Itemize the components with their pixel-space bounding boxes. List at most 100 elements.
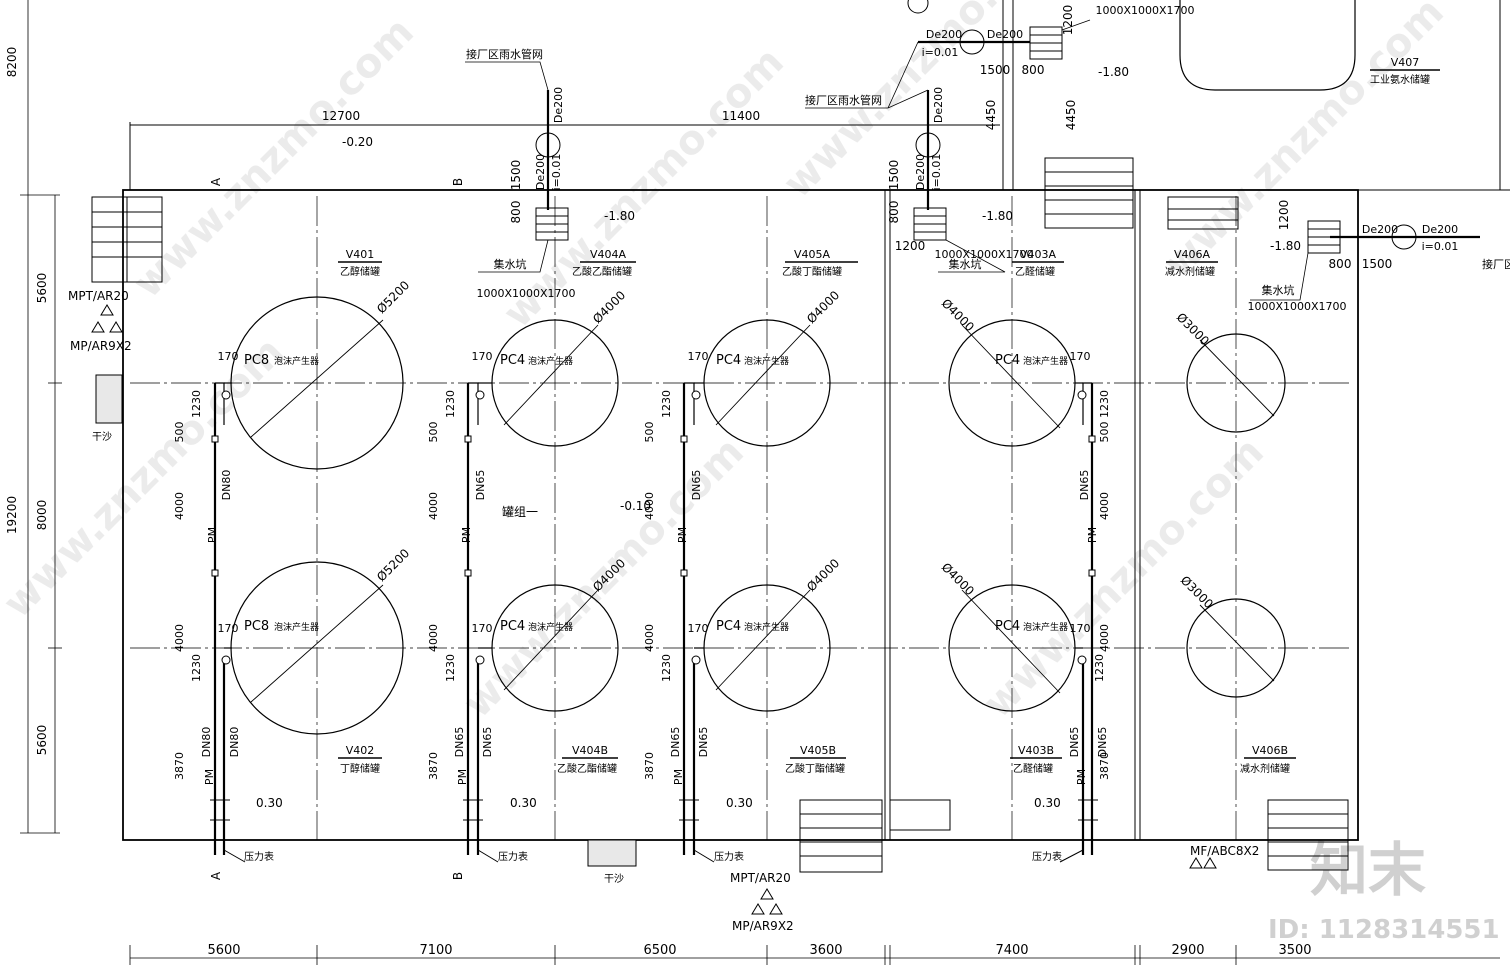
note-leader [1250,252,1309,301]
tank-id: V401 [346,248,375,261]
pressure-gauge-label: 压力表 [498,850,528,863]
tank-name: 乙酸乙酯储罐 [557,762,617,775]
pipe-size-label: De200 [552,87,565,123]
gauge-leader [1059,849,1084,863]
tank-v407-outline [1179,0,1356,91]
pipe-size-label: De200 [914,154,927,190]
foam-generator-label: 泡沫产生器 [528,621,573,633]
dimension-value: 1230 [444,654,457,682]
diameter-line [1199,604,1275,682]
stair-icon [1167,196,1239,230]
foam-pipe-branches [215,382,1092,649]
dimension-value: 4000 [173,492,186,520]
pipe-medium-label: PM [1086,527,1099,543]
elevation-label: -1.80 [1270,239,1301,253]
dimension-value: 8200 [5,47,19,78]
foam-generator-label: 泡沫产生器 [274,621,319,633]
dimension-value: 3500 [1278,943,1311,958]
pipe-size-label: DN65 [690,470,703,501]
manhole-icon [915,132,941,158]
foam-generator-code: PC8 [244,619,269,634]
extinguisher-label: MPT/AR20 [68,289,129,303]
extinguisher-icon [751,903,765,915]
foam-generator-label: 泡沫产生器 [528,355,573,367]
diameter-line [715,589,811,691]
tank-name: 乙醇储罐 [340,265,380,278]
valve-icon [1088,569,1096,577]
tank-name: 乙醛储罐 [1013,762,1053,775]
manhole-icon [959,29,985,55]
extinguisher-icon [109,321,123,333]
pipe-size-label: DN65 [453,727,466,758]
pipe-medium-label: PM [460,527,473,543]
sump-pit-size: 1000X1000X1700 [1095,4,1194,17]
dimension-value: 170 [218,350,239,363]
dimension-value: 1500 [980,63,1011,77]
elevation-label: 0.30 [1034,796,1061,810]
elevation-label: 0.30 [256,796,283,810]
foam-generator-code: PC4 [995,619,1020,634]
dimension-value: 1230 [190,654,203,682]
tank-diameter: Ø5200 [374,278,412,316]
pipe-size-label: DN80 [228,727,241,758]
pipe-size-label: DN65 [697,727,710,758]
dimension-value: 500 [1098,422,1111,443]
tank-id: V403A [1020,248,1057,261]
dimension-value: 2900 [1171,943,1204,958]
diameter-leaders [250,319,1275,703]
extinguisher-icon [91,321,105,333]
tank-labels: V401 乙醇储罐 V402 丁醇储罐 V404A 乙酸乙酯储罐 V404B 乙… [340,56,1430,775]
valve-icon [680,569,688,577]
elevation-label: -0.20 [342,135,373,149]
sump-pit-size: 1000X1000X1700 [476,287,575,300]
dimension-value: 5600 [35,273,49,304]
pipe-slope-label: i=0.01 [1422,240,1459,253]
sump-pit-label: 集水坑 [494,257,527,271]
sand-box-icon [95,374,123,424]
pipe-size-label: De200 [926,28,962,41]
elevation-label: -0.10 [620,499,651,513]
foam-generator-label: 泡沫产生器 [744,621,789,633]
pipe-size-label: De200 [534,154,547,190]
tank-name: 减水剂储罐 [1165,265,1215,278]
sump-pit-label: 集水坑 [949,257,982,271]
dimension-value: 170 [688,622,709,635]
dimension-value: 800 [887,201,901,224]
manhole-icon [907,0,929,14]
dimension-value: 1230 [1098,390,1111,418]
foam-generator-icon [475,655,485,665]
foam-generator-label: 泡沫产生器 [1023,355,1068,367]
dimension-value: 170 [1070,350,1091,363]
dimension-value: 1200 [1061,5,1075,36]
extinguisher-label: MP/AR9X2 [70,339,132,353]
dimension-value: 1230 [660,390,673,418]
tank-id: V406A [1174,248,1211,261]
foam-pipes [213,383,1094,855]
pipe-size-label: DN80 [220,470,233,501]
foam-generator-icon [475,390,485,400]
elevation-label: -1.80 [1098,65,1129,79]
dimension-value: 170 [472,350,493,363]
foam-generator-symbols [211,390,1096,665]
dimension-value: 1500 [509,160,523,191]
note-leader [465,61,549,91]
note-leader [938,239,1006,273]
pressure-gauge-label: 压力表 [1032,850,1062,863]
pipe-medium-label: PM [206,527,219,543]
tank-v406b-outline [1186,598,1286,698]
rain-pipe-note: 接厂区雨水管网 [1482,257,1510,271]
diameter-line [961,324,1061,429]
pipe-size-label: DN65 [669,727,682,758]
foam-generator-code: PC4 [500,353,525,368]
pipe-slope-label: i=0.01 [550,154,563,191]
dimension-value: 1200 [1277,200,1291,231]
centerlines [130,196,1350,840]
stair-icon [1044,157,1134,229]
foam-generator-code: PC4 [716,619,741,634]
dimension-value: 170 [1070,622,1091,635]
dimension-value: 4000 [173,624,186,652]
foam-generator-icon [1077,390,1087,400]
foam-branch [468,382,479,425]
rain-pipe-note: 接厂区雨水管网 [805,93,882,107]
elevation-label: -1.80 [982,209,1013,223]
